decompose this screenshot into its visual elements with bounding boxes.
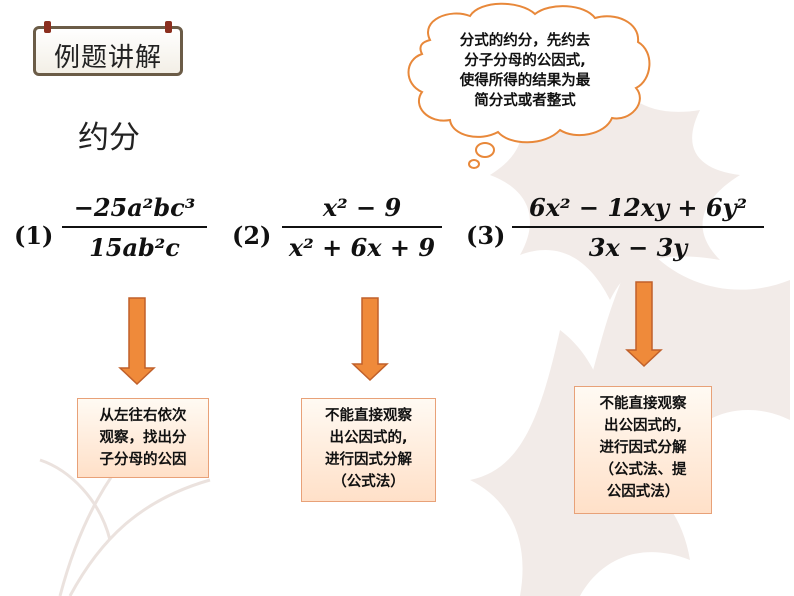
fraction: x² − 9 x² + 6x + 9 — [282, 193, 442, 263]
hint-box-3: 不能直接观察 出公因式的, 进行因式分解 （公式法、提 公因式法） — [574, 386, 712, 514]
fraction: 6x² − 12xy + 6y² 3x − 3y — [512, 193, 764, 263]
hint-line: 进行因式分解 — [325, 452, 412, 468]
hint-line: 出公因式的, — [329, 430, 408, 446]
hint-line: 出公因式的, — [603, 418, 682, 434]
down-arrow-icon — [118, 297, 156, 386]
tip-line: 简分式或者整式 — [474, 93, 576, 109]
problem-label: (3) — [466, 221, 506, 250]
hint-line: 从左往右依次 — [99, 408, 187, 424]
hint-line: 子分母的公因 — [99, 452, 187, 468]
problem-label: (2) — [232, 221, 272, 250]
denominator: x² + 6x + 9 — [288, 233, 436, 262]
numerator: x² − 9 — [322, 193, 402, 222]
tip-text: 分式的约分，先约去 分子分母的公因式, 使得所得的结果为最 简分式或者整式 — [430, 31, 620, 111]
title-box: 例题讲解 — [33, 21, 183, 76]
fraction-bar — [282, 226, 442, 228]
numerator: −25a²bc³ — [73, 193, 196, 222]
hint-line: （公式法、提 — [599, 462, 687, 478]
fraction-bar — [62, 226, 207, 228]
down-arrow-icon — [625, 281, 663, 368]
hint-line: 不能直接观察 — [599, 396, 687, 412]
fraction-bar — [512, 226, 764, 228]
hint-box-2: 不能直接观察 出公因式的, 进行因式分解 （公式法） — [301, 398, 436, 502]
page-title: 例题讲解 — [53, 43, 162, 73]
pin-icon — [165, 21, 172, 33]
hint-box-1: 从左往右依次 观察，找出分 子分母的公因 — [77, 398, 209, 478]
tip-line: 分式的约分，先约去 — [459, 33, 591, 49]
pin-icon — [44, 21, 51, 33]
down-arrow-icon — [351, 297, 389, 382]
hint-line: 观察，找出分 — [99, 430, 187, 446]
tip-line: 分子分母的公因式, — [464, 53, 586, 69]
hint-line: 不能直接观察 — [325, 408, 412, 424]
tip-line: 使得所得的结果为最 — [459, 73, 591, 89]
fraction: −25a²bc³ 15ab²c — [62, 193, 207, 263]
subtitle: 约分 — [78, 120, 140, 156]
hint-line: 进行因式分解 — [599, 440, 687, 456]
hint-line: （公式法） — [332, 474, 405, 490]
denominator: 15ab²c — [89, 233, 180, 262]
numerator: 6x² − 12xy + 6y² — [529, 193, 747, 222]
denominator: 3x − 3y — [588, 233, 688, 262]
hint-line: 公因式法） — [606, 484, 680, 500]
problem-label: (1) — [14, 221, 54, 250]
